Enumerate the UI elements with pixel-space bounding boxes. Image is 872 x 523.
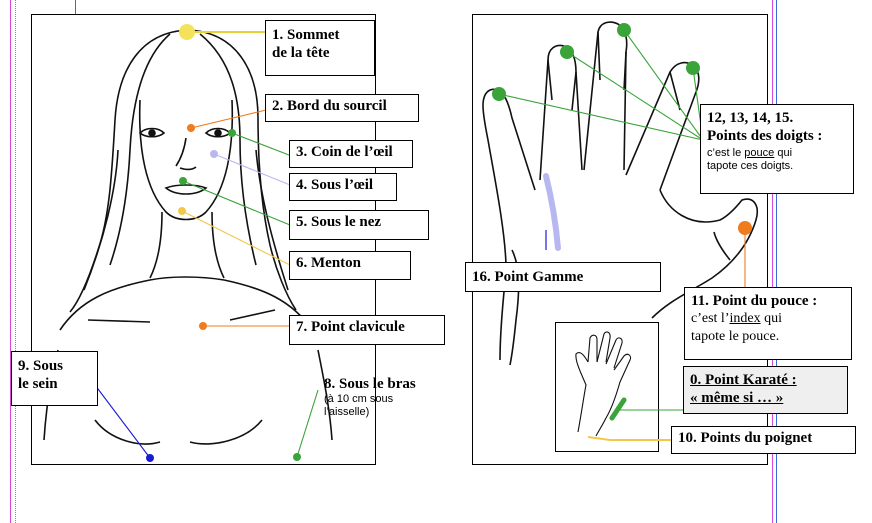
marker-8 (293, 453, 301, 461)
leader-5 (182, 180, 291, 226)
leader-10 (587, 436, 672, 441)
marker-14 (617, 23, 631, 37)
right-margin-guide-blue (776, 0, 777, 523)
small-hand-panel (555, 322, 659, 452)
label-pouce-pre: c’est l’ (691, 311, 730, 326)
label-points-doigts: 12, 13, 14, 15. Points des doigts : c’es… (700, 104, 854, 194)
label-doigts-title2: Points des doigts : (707, 128, 823, 144)
marker-11 (738, 221, 752, 235)
label-sous-bras-note2: l’aisselle) (324, 406, 370, 418)
label-point-clavicule: 7. Point clavicule (289, 315, 445, 345)
leader-2 (190, 109, 267, 129)
label-sous-bras: 8. Sous le bras (à 10 cm sous l’aisselle… (318, 373, 448, 439)
label-point-gamme: 16. Point Gamme (465, 262, 661, 292)
label-pouce-word: index (729, 311, 761, 326)
label-points-poignet: 10. Points du poignet (671, 426, 856, 454)
label-sommet-line2: de la tête (272, 45, 330, 61)
label-pouce-desc: c’est l’index qui (691, 310, 845, 328)
label-doigts-desc: c’est le pouce qui (707, 147, 847, 160)
label-pouce-post: qui (760, 311, 782, 326)
right-margin-guide (772, 0, 773, 523)
label-sommet-line1: 1. Sommet (272, 27, 340, 43)
marker-1 (179, 24, 195, 40)
label-doigts-line3: tapote ces doigts. (707, 160, 794, 172)
marker-3 (228, 129, 236, 137)
marker-0 (609, 397, 627, 421)
label-sous-sein: 9. Sous le sein (11, 351, 98, 406)
marker-7 (199, 322, 207, 330)
label-sous-nez: 5. Sous le nez (289, 210, 429, 240)
woman-drawing (43, 29, 333, 445)
leader-3 (231, 132, 290, 156)
label-sous-bras-note1: (à 10 cm sous (324, 393, 394, 405)
label-coin-oeil: 3. Coin de l’œil (289, 140, 413, 168)
leader-6 (181, 210, 291, 266)
leader-lines (94, 29, 746, 459)
gamme-strip (543, 173, 561, 251)
label-karate-line2: « même si … » (690, 390, 784, 406)
leader-14 (623, 29, 704, 141)
marker-9 (146, 454, 154, 462)
leader-9 (94, 384, 151, 459)
point-markers (146, 23, 752, 462)
marker-12 (492, 87, 506, 101)
leader-12 (498, 93, 704, 141)
small-hand-drawing (575, 331, 632, 437)
marker-13 (560, 45, 574, 59)
top-guide-tick (75, 0, 76, 14)
label-menton: 6. Menton (289, 251, 411, 280)
label-point-karate: 0. Point Karaté : « même si … » (683, 366, 848, 414)
marker-4 (210, 150, 218, 158)
label-karate-line1: 0. Point Karaté : (690, 372, 797, 388)
left-margin-guide (10, 0, 11, 523)
label-pouce-line3: tapote le pouce. (691, 329, 780, 344)
label-sous-oeil: 4. Sous l’œil (289, 173, 397, 201)
leader-4 (213, 153, 291, 186)
label-doigts-title1: 12, 13, 14, 15. (707, 110, 794, 126)
label-bord-sourcil: 2. Bord du sourcil (265, 94, 419, 122)
label-pouce-title: 11. Point du pouce : (691, 293, 818, 309)
label-sous-bras-title: 8. Sous le bras (324, 376, 416, 392)
label-sous-sein-line1: 9. Sous (18, 358, 64, 374)
label-point-pouce: 11. Point du pouce : c’est l’index qui t… (684, 287, 852, 360)
label-sous-sein-line2: le sein (18, 376, 58, 392)
label-doigts-post: qui (774, 147, 793, 159)
left-margin-guide-dotted (15, 0, 16, 523)
label-doigts-pre: c’est le (707, 147, 745, 159)
marker-2 (187, 124, 195, 132)
marker-6 (178, 207, 186, 215)
marker-15 (686, 61, 700, 75)
leader-13 (566, 51, 704, 141)
marker-5 (179, 177, 187, 185)
leader-8 (296, 389, 319, 458)
label-doigts-word: pouce (744, 147, 775, 159)
label-sommet-tete: 1. Sommet de la tête (265, 20, 375, 76)
